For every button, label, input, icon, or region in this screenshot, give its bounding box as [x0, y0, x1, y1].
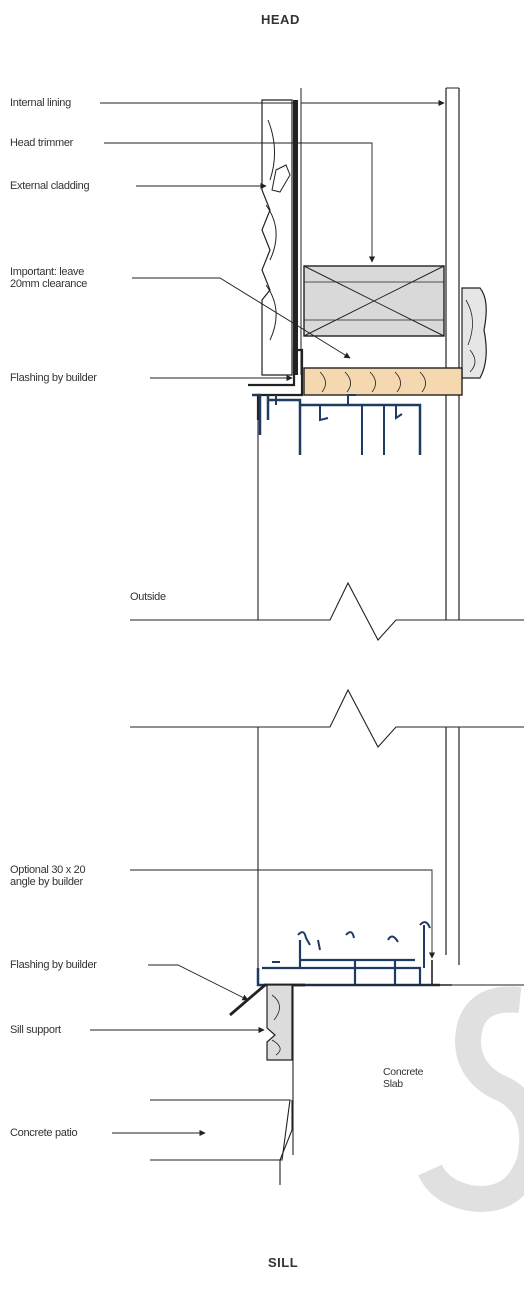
- head-title: HEAD: [261, 12, 300, 27]
- head-section: [100, 87, 524, 641]
- optional-angle: [431, 960, 452, 986]
- label-optional-angle: Optional 30 x 20 angle by builder: [10, 864, 86, 888]
- label-flashing-head: Flashing by builder: [10, 372, 97, 384]
- timber-head-liner: [303, 367, 463, 396]
- leader-optional-angle: [130, 869, 436, 959]
- aluminium-head-frame: [268, 398, 422, 455]
- concrete-patio: [150, 1099, 291, 1161]
- sill-support: [266, 984, 293, 1061]
- internal-lining: [293, 100, 298, 375]
- label-flashing-sill: Flashing by builder: [10, 959, 97, 971]
- label-important-clearance: Important: leave 20mm clearance: [10, 266, 88, 290]
- sill-section: [90, 688, 524, 1185]
- aluminium-sill-frame: [256, 968, 440, 987]
- label-head-trimmer: Head trimmer: [10, 137, 74, 149]
- architrave: [461, 287, 487, 379]
- label-external-cladding: External cladding: [10, 180, 90, 192]
- label-sill-support: Sill support: [10, 1024, 61, 1036]
- external-cladding: [261, 99, 293, 376]
- sill-title: SILL: [268, 1255, 299, 1270]
- label-internal-lining: Internal lining: [10, 97, 71, 109]
- break-line-lower: [130, 688, 524, 748]
- watermark-glyph: [418, 986, 524, 1212]
- leader-head-trimmer: [104, 142, 376, 263]
- break-line-upper: [130, 581, 524, 641]
- label-outside: Outside: [130, 591, 166, 603]
- label-concrete-slab: Concrete Slab: [383, 1066, 424, 1090]
- flashing-head: [248, 348, 304, 420]
- leader-flashing-sill: [148, 964, 249, 1001]
- label-concrete-patio: Concrete patio: [10, 1127, 78, 1139]
- leader-clearance: [132, 277, 351, 359]
